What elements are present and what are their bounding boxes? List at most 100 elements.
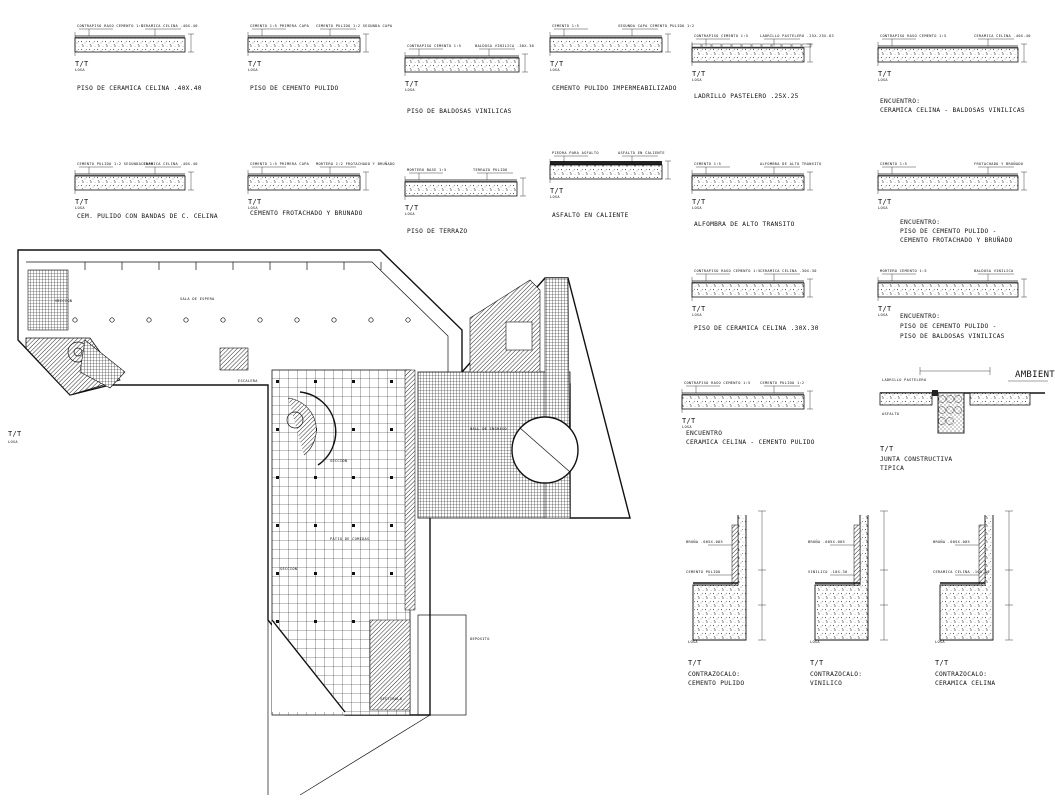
slab <box>691 47 805 63</box>
ambient-label: AMBIENTE <box>1015 370 1055 380</box>
losa-label: LOSA <box>878 206 888 210</box>
stone <box>938 395 946 403</box>
tile <box>741 43 752 48</box>
column <box>257 317 263 323</box>
note-a: CERAMICA CELINA .10X.40 <box>933 570 990 574</box>
note-b: FROTACHADO Y BRUÑADO <box>974 161 1023 166</box>
structural-column <box>352 428 355 431</box>
losa-label: LOSA <box>878 78 888 82</box>
note-b: CERAMICA CELINA .30X.30 <box>760 269 817 273</box>
note-b: BRUÑA .005X.005 <box>933 539 970 544</box>
stone <box>946 406 954 414</box>
section-symbol: T/T <box>692 70 706 78</box>
column <box>405 317 411 323</box>
section-symbol: T/T <box>75 60 89 68</box>
structural-column <box>276 476 279 479</box>
note-b: CEMENTO PULIDO 1:2 SEGUNDA CAPA <box>316 24 393 28</box>
note-b: BRUÑA .005X.005 <box>686 539 723 544</box>
plan-section-symbol: T/T <box>8 430 22 438</box>
note-b: CERAMICA CELINA .40X.40 <box>141 24 198 28</box>
structural-column <box>314 620 317 623</box>
slab <box>247 37 361 53</box>
note-b: CERAMICA CELINA .40X.40 <box>141 162 198 166</box>
note-b: BRUÑA .005X.005 <box>808 539 845 544</box>
column <box>72 317 78 323</box>
note-a: LADRILLO PASTELERO <box>882 378 926 382</box>
section-symbol: T/T <box>405 80 419 88</box>
section-symbol: T/T <box>880 445 894 453</box>
note-a: VINILICO .10X.30 <box>808 570 847 574</box>
losa-label: LOSA <box>682 425 692 429</box>
note-b: BALDOSA VINILICA .30X.30 <box>475 44 534 48</box>
structural-column <box>352 380 355 383</box>
tile <box>771 43 782 48</box>
structural-column <box>276 620 279 623</box>
structural-column <box>352 572 355 575</box>
slab <box>877 175 1019 191</box>
caption-d13: PISO DE CERAMICA CELINA .30X.30 <box>694 325 819 332</box>
note-a: MORTERO BASE 1:5 <box>407 168 446 172</box>
slab <box>74 175 186 191</box>
inner-wall <box>26 261 449 372</box>
stone <box>938 406 946 414</box>
losa-label: LOSA <box>810 640 820 644</box>
note-a: CEMENTO 1:5 <box>694 162 721 166</box>
losa-label: LOSA <box>550 195 560 199</box>
contrazocalo-heading: CONTRAZOCALO: <box>810 671 862 678</box>
tile <box>701 43 712 48</box>
caption-d3: PISO DE BALDOSAS VINILICAS <box>407 108 512 115</box>
structural-column <box>276 428 279 431</box>
note-a: CONTRAPISO RASO CEMENTO 1:5 <box>684 381 751 385</box>
section-symbol: T/T <box>688 659 702 667</box>
losa-label: LOSA <box>405 212 415 216</box>
contrazocalo-heading: CONTRAZOCALO: <box>688 671 740 678</box>
tile <box>711 43 722 48</box>
caption-d2: PISO DE CEMENTO PULIDO <box>250 85 339 92</box>
stair-eye <box>286 411 304 429</box>
losa-label: LOSA <box>75 68 85 72</box>
line1-d15: CERAMICA CELINA - CEMENTO PULIDO <box>686 439 815 446</box>
room-label: SALA DE ESPERA <box>180 297 215 301</box>
stone <box>946 417 954 425</box>
note-a: CONTRAPISO RASO CEMENTO 1:5 <box>694 269 761 273</box>
note-a: CONTRAPISO RASO CEMENTO 1:5 <box>880 34 947 38</box>
structural-column <box>390 380 393 383</box>
caption-d6: CERAMICA CELINA - BALDOSAS VINILICAS <box>880 107 1025 114</box>
slab <box>549 164 663 180</box>
note-b: CERAMICA CELINA .40X.40 <box>974 34 1031 38</box>
note-a: CEMENTO 1:5 PRIMERA CAPA <box>250 162 310 166</box>
structural-column <box>390 572 393 575</box>
facade-strip <box>404 369 416 611</box>
structural-column <box>390 476 393 479</box>
caption-d9: PISO DE TERRAZO <box>407 228 467 235</box>
plan-losa-label: LOSA <box>8 440 18 444</box>
slab <box>74 37 186 53</box>
asphalt-layer <box>550 161 662 165</box>
stair-landing <box>79 339 126 389</box>
slab <box>691 175 805 191</box>
tile <box>761 43 772 48</box>
stone <box>954 406 962 414</box>
note-b: ASFALTO <box>882 412 899 416</box>
caption-d7: CEM. PULIDO CON BANDAS DE C. CELINA <box>77 213 218 220</box>
structural-column <box>390 428 393 431</box>
caption-d11: ALFOMBRA DE ALTO TRANSITO <box>694 221 795 228</box>
heading-d6: ENCUENTRO: <box>880 98 920 105</box>
slab <box>877 282 1019 298</box>
spiral-core <box>73 347 83 357</box>
tile <box>781 43 792 48</box>
floor-detail-details_row2-0: CEMENTO PULIDO 1:2 SEGUNDA CAPACERAMICA … <box>74 162 198 210</box>
caption-d10: ASFALTO EN CALIENTE <box>552 212 628 219</box>
room-label: SECCION <box>280 567 297 571</box>
losa-label: LOSA <box>935 640 945 644</box>
junta-constructiva-detail: AMBIENTELADRILLO PASTELEROASFALTOT/TJUNT… <box>879 367 1055 472</box>
note-a: CEMENTO PULIDO 1:2 SEGUNDA CAPA <box>77 162 154 166</box>
line2-d14: PISO DE BALDOSAS VINILICAS <box>900 333 1005 340</box>
